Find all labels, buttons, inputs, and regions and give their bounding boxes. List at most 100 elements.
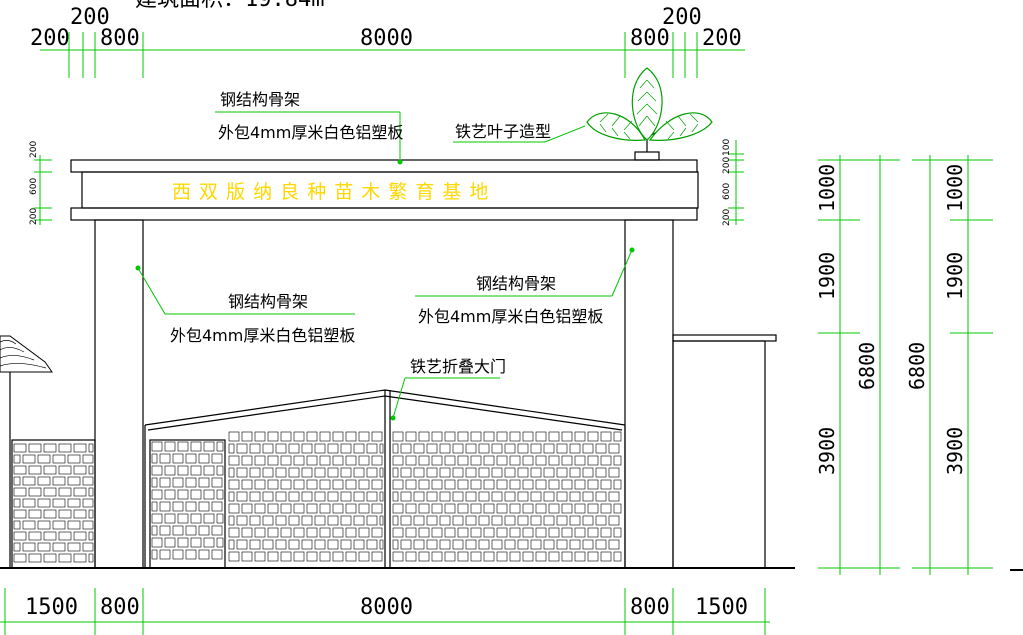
grille-cell	[569, 491, 581, 502]
grille-cell	[569, 443, 581, 454]
note-beam-frame: 钢结构骨架	[220, 90, 300, 109]
grille-cell	[582, 467, 594, 478]
grille-cell	[267, 551, 279, 562]
grille-cell	[470, 527, 482, 538]
grille-cell	[275, 443, 287, 454]
grille-cell	[236, 467, 248, 478]
grille-cell	[444, 551, 456, 562]
grille-cell	[319, 455, 331, 466]
grille-cell	[587, 455, 599, 466]
vertical-dims-b: 6800 1000 1900 3900	[905, 155, 993, 575]
grille-cell	[379, 491, 384, 502]
top-dim-right-200-b: 200	[702, 26, 742, 51]
grille-cell	[293, 551, 305, 562]
right-column	[624, 219, 674, 569]
grille-cell	[371, 551, 383, 562]
grille-cell	[190, 513, 202, 524]
grille-cell	[418, 527, 430, 538]
grille-cell	[470, 455, 482, 466]
grille-cell	[371, 503, 383, 514]
grille-cell	[530, 467, 542, 478]
grille-cell	[159, 525, 171, 536]
grille-cell	[431, 479, 443, 490]
grille-cell	[561, 503, 573, 514]
grille-cell	[236, 515, 248, 526]
grille-cell	[280, 527, 292, 538]
gate-beam: 西 双 版 纳 良 种 苗 木 繁 育 基 地	[70, 159, 699, 221]
grille-cell	[241, 455, 253, 466]
grille-cell	[185, 453, 197, 464]
grille-cell	[595, 467, 607, 478]
grille-cell	[159, 453, 171, 464]
grille-cell	[426, 515, 438, 526]
note-left-col-frame: 钢结构骨架	[228, 292, 308, 311]
grille-cell	[332, 455, 344, 466]
grille-cell	[379, 539, 384, 550]
grille-cell	[613, 527, 622, 538]
grille-cell	[556, 539, 568, 550]
grille-cell	[444, 503, 456, 514]
grille-cell	[470, 431, 482, 442]
grille-cell	[600, 455, 612, 466]
grille-cell	[151, 549, 158, 560]
grille-cell	[392, 551, 404, 562]
grille-cell	[478, 539, 490, 550]
grille-cell	[517, 515, 529, 526]
note-leaf-sculpture: 铁艺叶子造型	[455, 122, 551, 141]
grille-cell	[198, 477, 210, 488]
grille-cell	[275, 539, 287, 550]
grille-cell	[345, 503, 357, 514]
grille-cell	[371, 455, 383, 466]
vdim-a-3900: 3900	[815, 427, 839, 475]
grille-cell	[457, 551, 469, 562]
grille-cell	[267, 527, 279, 538]
grille-cell	[275, 491, 287, 502]
grille-cell	[465, 491, 477, 502]
grille-cell	[306, 527, 318, 538]
grille-cell	[280, 479, 292, 490]
grille-cell	[262, 443, 274, 454]
grille-cell	[280, 431, 292, 442]
grille-cell	[353, 443, 365, 454]
grille-cell	[483, 551, 495, 562]
grille-cell	[211, 525, 223, 536]
grille-cell	[67, 476, 81, 486]
grille-cell	[58, 531, 72, 541]
grille-cell	[43, 531, 57, 541]
grille-cell	[13, 509, 27, 519]
grille-cell	[439, 515, 451, 526]
grille-cell	[190, 441, 202, 452]
grille-cell	[288, 467, 300, 478]
grille-cell	[37, 454, 51, 464]
grille-cell	[613, 455, 622, 466]
top-dim-right-200-a: 200	[662, 5, 702, 30]
grille-cell	[444, 455, 456, 466]
grille-cell	[340, 539, 352, 550]
grille-cell	[470, 479, 482, 490]
grille-cell	[211, 477, 223, 488]
grille-cell	[574, 503, 586, 514]
grille-cell	[13, 443, 27, 453]
grille-cell	[164, 441, 176, 452]
grille-cell	[164, 537, 176, 548]
grille-cell	[67, 542, 81, 552]
folding-gate	[144, 389, 626, 569]
grille-cell	[582, 443, 594, 454]
grille-cell	[73, 465, 87, 475]
grille-cell	[587, 503, 599, 514]
grille-cell	[452, 467, 464, 478]
grille-cell	[332, 503, 344, 514]
grille-cell	[517, 491, 529, 502]
grille-cell	[345, 551, 357, 562]
grille-cell	[587, 527, 599, 538]
banner-text: 西 双 版 纳 良 种 苗 木 繁 育 基 地	[172, 181, 489, 203]
grille-cell	[228, 491, 235, 502]
grille-cell	[185, 525, 197, 536]
grille-cell	[413, 491, 425, 502]
grille-cell	[574, 479, 586, 490]
grille-cell	[13, 476, 21, 486]
grille-cell	[483, 503, 495, 514]
grille-cell	[241, 503, 253, 514]
grille-cell	[582, 491, 594, 502]
grille-cell	[587, 479, 599, 490]
